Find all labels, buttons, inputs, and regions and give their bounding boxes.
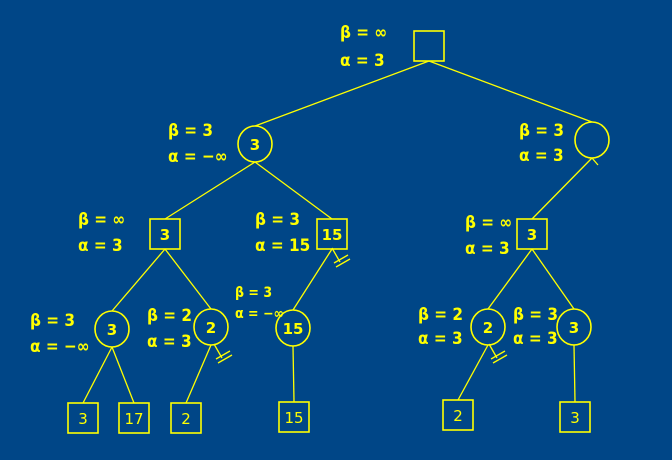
min-node-circle (237, 125, 273, 163)
cut-line (335, 258, 351, 268)
alpha-label: α = 3 (465, 239, 510, 259)
beta-label: β = 2 (147, 306, 192, 326)
beta-label: β = 3 (30, 311, 75, 331)
node-root: β = ∞ α = 3 (340, 23, 445, 71)
node-a: 3 β = 3 α = −∞ (168, 121, 273, 167)
node-value: 2 (206, 319, 216, 337)
min-node-circle (94, 310, 130, 348)
beta-label: β = 3 (255, 210, 300, 230)
leaf-node-box (118, 402, 150, 434)
node-l4: 15 (278, 401, 310, 433)
node-a2: 15 β = 3 α = 15 (255, 210, 348, 256)
node-value: 2 (483, 319, 493, 337)
leaf-node-box (278, 401, 310, 433)
node-value: 3 (250, 136, 260, 154)
beta-label: β = 2 (418, 305, 463, 325)
min-node-circle (193, 308, 229, 346)
edge-a1x-l2 (111, 346, 135, 404)
node-value: 15 (284, 409, 303, 427)
node-l6: 3 (559, 401, 591, 433)
beta-label: β = 3 (513, 305, 558, 325)
edge-a1x-l1 (82, 346, 113, 404)
max-node-box (149, 218, 181, 250)
node-b1: 3 β = ∞ α = 3 (465, 213, 548, 259)
node-b1y: 3 β = 3 α = 3 (513, 305, 592, 349)
edge-b-b1 (531, 157, 593, 220)
edge-a2x-l4 (292, 345, 295, 403)
node-l5: 2 (442, 399, 474, 431)
node-value: 3 (570, 409, 580, 427)
edge-root-b (428, 60, 593, 123)
leaf-node-box (170, 402, 202, 434)
prune-cut-mark-a1y (213, 343, 233, 364)
alpha-label: α = 15 (255, 236, 310, 256)
node-value: 3 (527, 226, 537, 244)
cut-line (490, 350, 506, 360)
leaf-node-box (442, 399, 474, 431)
beta-label: β = 3 (235, 285, 272, 301)
edge-a1-a1x (111, 248, 166, 312)
node-value: 3 (160, 226, 170, 244)
node-value: 3 (107, 321, 117, 339)
cut-line (215, 350, 231, 360)
alpha-label: α = 3 (519, 146, 564, 166)
beta-label: β = ∞ (78, 210, 125, 230)
beta-label: β = 3 (168, 121, 213, 141)
prune-cut-mark-a2 (331, 247, 351, 268)
node-value: 2 (453, 407, 463, 425)
beta-label: β = ∞ (465, 213, 512, 233)
node-value: 15 (322, 226, 343, 244)
node-l3: 2 (170, 402, 202, 434)
edge-a1-a1y (164, 248, 212, 310)
node-value: 3 (78, 410, 88, 428)
node-b: β = 3 α = 3 (519, 121, 610, 166)
min-node-circle (574, 121, 610, 159)
edge-root-a (254, 60, 430, 127)
alpha-label: α = 3 (418, 329, 463, 349)
node-a1x: 3 β = 3 α = −∞ (30, 310, 130, 357)
edge-b1y-l6 (573, 344, 576, 403)
alpha-label: α = −∞ (235, 306, 284, 322)
alpha-label: α = 3 (147, 332, 192, 352)
node-a1y: 2 β = 2 α = 3 (147, 306, 229, 352)
alpha-label: α = 3 (513, 329, 558, 349)
beta-label: β = 3 (519, 121, 564, 141)
node-a1: 3 β = ∞ α = 3 (78, 210, 181, 256)
node-l1: 3 (67, 402, 99, 434)
edge-b1-b1x (487, 248, 533, 310)
edge-b1-b1y (531, 248, 575, 310)
edge-a2-a2x (292, 248, 333, 311)
node-l2: 17 (118, 402, 150, 434)
node-value: 17 (124, 410, 143, 428)
edge-a-a2 (254, 161, 333, 220)
alpha-label: α = 3 (78, 236, 123, 256)
alpha-label: α = −∞ (30, 337, 90, 357)
max-node-box (516, 218, 548, 250)
alpha-label: α = 3 (340, 51, 385, 71)
cut-line (217, 354, 233, 364)
edge-a1y-l3 (185, 344, 212, 404)
min-node-circle (556, 308, 592, 346)
node-value: 15 (283, 320, 304, 338)
alpha-label: α = −∞ (168, 147, 228, 167)
edge-a-a1 (164, 161, 256, 220)
cut-line (333, 254, 349, 264)
node-a2x: 15 β = 3 α = −∞ (235, 285, 311, 347)
min-node-circle (275, 309, 311, 347)
prune-cut-mark-b1x (488, 343, 508, 364)
min-node-circle (470, 308, 506, 346)
edge-b1x-l5 (457, 344, 489, 401)
leaf-node-box (67, 402, 99, 434)
pruned-branch-stub (591, 157, 599, 166)
cut-line (492, 354, 508, 364)
node-value: 2 (181, 410, 191, 428)
beta-label: β = ∞ (340, 23, 387, 43)
max-node-box (413, 30, 445, 62)
leaf-node-box (559, 401, 591, 433)
node-b1x: 2 β = 2 α = 3 (418, 305, 506, 349)
node-value: 3 (569, 319, 579, 337)
